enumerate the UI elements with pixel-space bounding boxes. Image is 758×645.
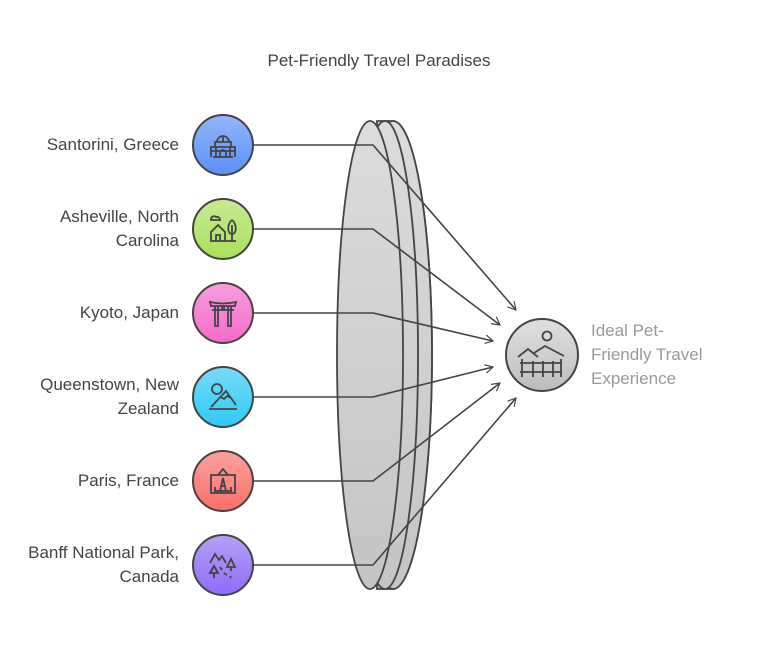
- house-tree-icon: [210, 215, 237, 242]
- input-node: [192, 282, 254, 344]
- input-node: [192, 450, 254, 512]
- input-label: Paris, France: [77, 471, 179, 490]
- connector-arrow: [253, 144, 516, 310]
- eiffel-tower-icon: [210, 467, 236, 494]
- connector-arrow: [253, 383, 500, 482]
- input-node: [192, 114, 254, 176]
- diagram-title: Pet-Friendly Travel Paradises: [267, 51, 491, 70]
- torii-gate-icon: [208, 300, 238, 327]
- output-label-line: Ideal Pet-: [591, 321, 664, 340]
- mountain-sun-icon: [209, 383, 237, 410]
- mountains-trees-icon: [208, 552, 237, 579]
- output-node: [505, 318, 579, 392]
- output-label-line: Experience: [591, 369, 677, 388]
- connector-arrow: [253, 398, 516, 566]
- output-label-line: Friendly Travel: [591, 345, 703, 364]
- input-label: Queenstown, New Zealand: [40, 375, 179, 418]
- connector-arrow: [253, 367, 493, 398]
- landscape-fence-icon: [517, 330, 565, 377]
- lens: [336, 120, 433, 590]
- input-label: Kyoto, Japan: [79, 303, 179, 322]
- connector-arrow: [253, 228, 500, 325]
- connector-arrow: [253, 312, 493, 341]
- input-node: [192, 534, 254, 596]
- output-label: Ideal Pet- Friendly Travel Experience: [591, 319, 702, 391]
- input-label: Santorini, Greece: [46, 135, 179, 154]
- input-label: Banff National Park, Canada: [28, 543, 179, 586]
- input-node: [192, 366, 254, 428]
- domed-building-icon: [210, 135, 236, 158]
- input-node: [192, 198, 254, 260]
- input-label: Asheville, North Carolina: [59, 207, 179, 250]
